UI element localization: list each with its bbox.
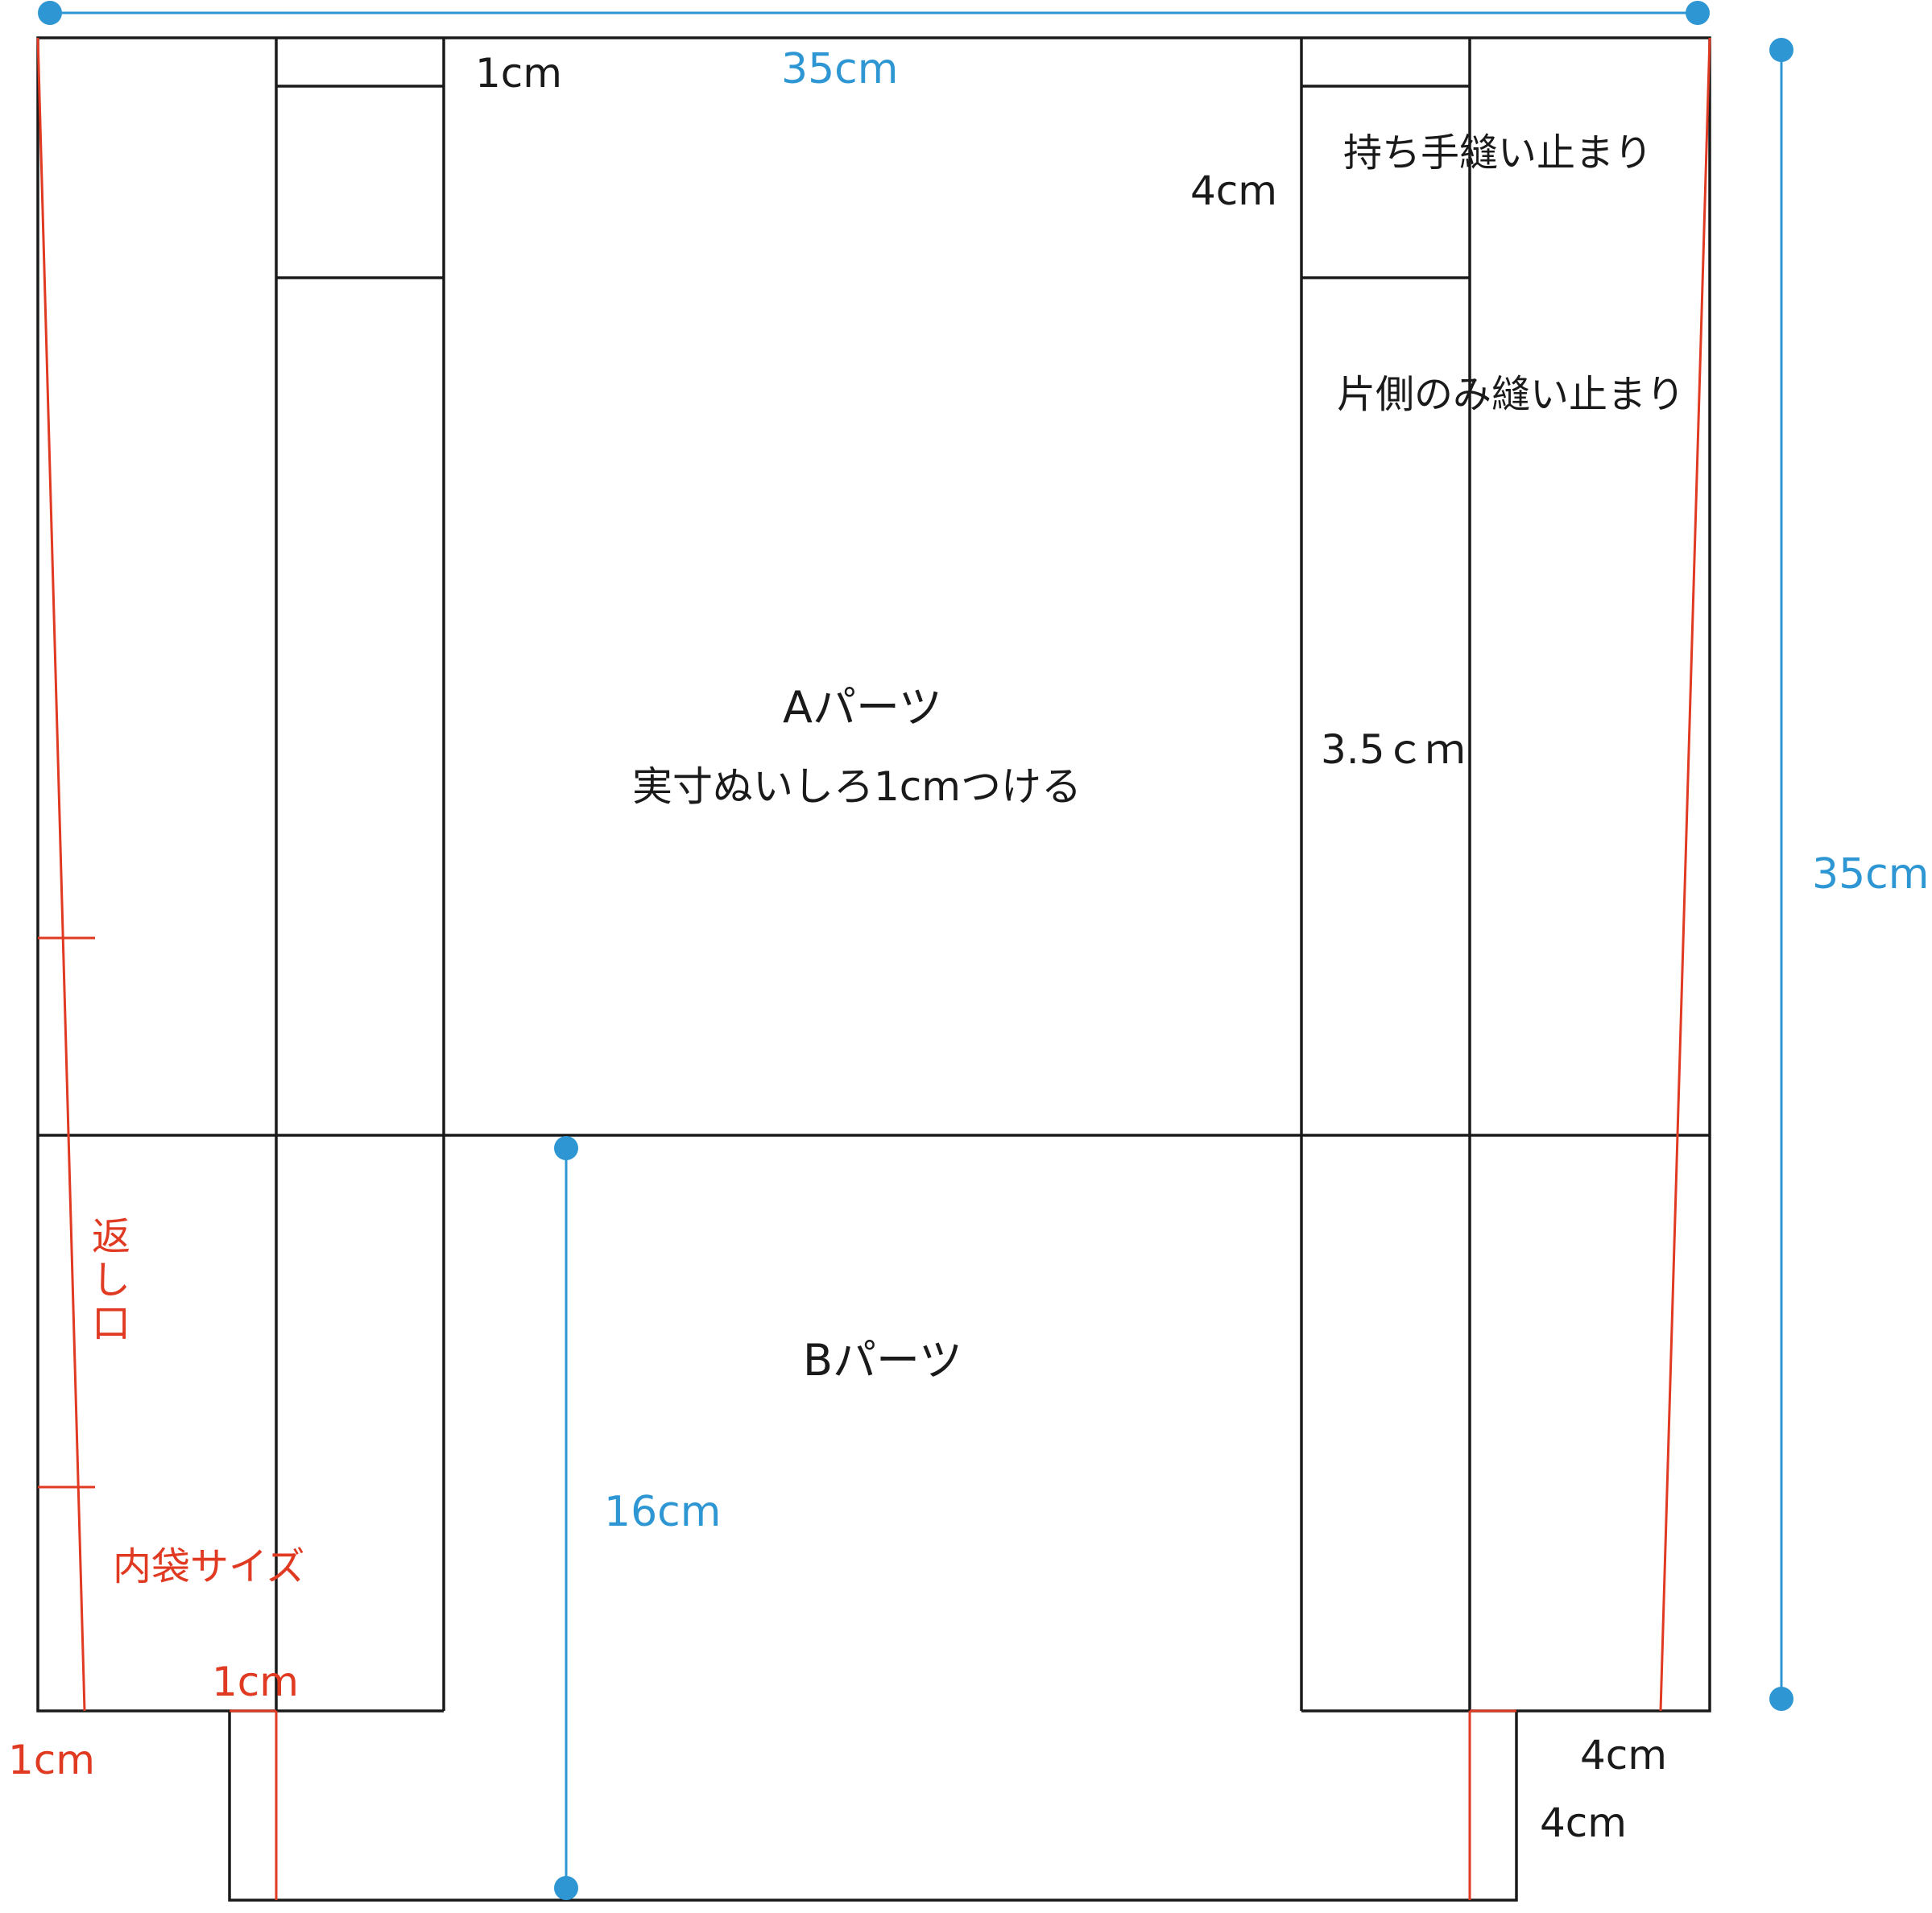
dimension-endpoints: [38, 1, 1793, 1900]
return-opening-char-3: 口: [92, 1301, 130, 1346]
dimension-dot: [554, 1876, 578, 1900]
dimension-lines: [50, 11, 1783, 1888]
handle-stop-label: 持ち手縫い止まり: [1343, 130, 1653, 176]
pattern-outline: [36, 36, 1711, 1902]
dimension-dot: [1686, 1, 1710, 25]
outer-pattern-outline: [36, 36, 1711, 1902]
inner-bag-size-label: 内袋サイズ: [113, 1544, 305, 1589]
seam-allowance-label: 実寸ぬいしろ1cmつける: [632, 763, 1082, 810]
dimension-dot: [554, 1136, 578, 1160]
dimension-dot: [38, 1, 62, 25]
one-side-stop-label: 片側のみ縫い止まり: [1337, 372, 1685, 417]
top-width-label: 35cm: [781, 45, 898, 93]
inner-bag-outline: [36, 37, 1711, 1900]
top-seam-label: 1cm: [475, 50, 562, 97]
return-opening-label: 返 し 口: [92, 1214, 143, 1346]
return-opening-char-1: 返: [92, 1214, 130, 1259]
gusset-width-label: 4cm: [1580, 1732, 1667, 1779]
inner-margin-bottom-label: 1cm: [212, 1659, 299, 1705]
dimension-dot: [1769, 1687, 1793, 1711]
return-opening-char-2: し: [92, 1258, 130, 1303]
inner-bag-left-taper: [36, 37, 86, 1712]
handle-height-label: 4cm: [1190, 167, 1277, 214]
inner-bag-right-taper: [1659, 37, 1711, 1712]
right-height-label: 35cm: [1812, 850, 1929, 899]
inner-margin-left-label: 1cm: [8, 1737, 95, 1783]
gusset-height-label: 4cm: [1540, 1799, 1627, 1846]
dimension-dot: [1769, 38, 1793, 62]
part-a-label: Aパーツ: [783, 682, 942, 733]
pocket-height-label: 16cm: [604, 1488, 721, 1536]
part-b-label: Bパーツ: [803, 1335, 962, 1386]
handle-width-label: 3.5ｃｍ: [1321, 726, 1466, 773]
